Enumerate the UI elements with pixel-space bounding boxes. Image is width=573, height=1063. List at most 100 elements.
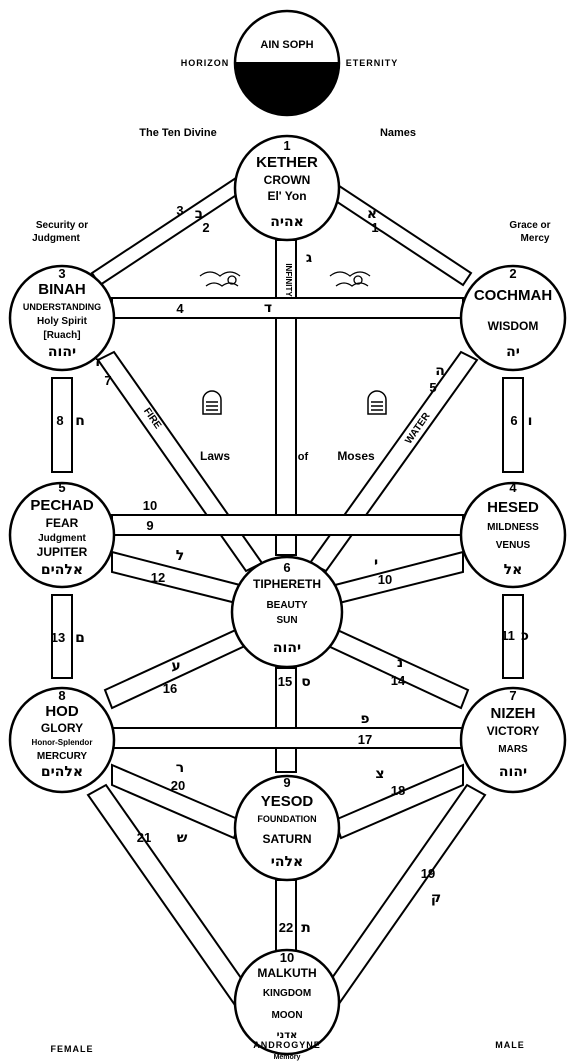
yesod-number: 9: [283, 775, 290, 790]
yesod-saturn: SATURN: [262, 832, 311, 846]
tiphereth-hebrew: יהוה: [273, 640, 301, 656]
path-12: 12: [151, 570, 165, 585]
tiphereth-number: 6: [283, 560, 290, 575]
path-8: 8: [56, 413, 63, 428]
path-hesed-tiphereth: [335, 552, 463, 603]
pechad-jupiter: JUPITER: [37, 545, 88, 559]
path-21: 21: [137, 830, 151, 845]
binah-name: BINAH: [38, 281, 86, 298]
path-9: 9: [146, 518, 153, 533]
path-binah-cochmah: [112, 298, 463, 318]
letter-hesed-tiph: י: [374, 555, 378, 571]
binah-ruach: [Ruach]: [43, 330, 80, 341]
path-20: 20: [171, 778, 185, 793]
security-label: Security or: [36, 220, 88, 231]
ain-soph-label: AIN SOPH: [260, 39, 313, 51]
ten-divine-label: The Ten Divine: [139, 127, 216, 139]
letter-hesed-nizeh: כ: [521, 628, 529, 644]
malkuth-name: MALKUTH: [257, 966, 316, 980]
letter-cochmah-hesed: ו: [528, 413, 533, 429]
path-yesod-malkuth: [276, 880, 296, 955]
letter-tiph-yesod: ס: [301, 674, 311, 690]
path-cochmah-tiphereth: [310, 352, 477, 571]
cochmah-name: COCHMAH: [474, 287, 552, 304]
path-17: 17: [358, 732, 372, 747]
memory-label: Memory: [274, 1054, 301, 1061]
letter-cochmah-tiphereth: ה: [435, 363, 445, 379]
binah-number: 3: [58, 266, 65, 281]
path-18: 18: [391, 783, 405, 798]
hod-glory: GLORY: [41, 721, 83, 735]
mercy-label: Mercy: [521, 233, 550, 244]
binah-holy-spirit: Holy Spirit: [37, 316, 88, 327]
path-kether-binah: [92, 170, 256, 285]
tiphereth-sun: SUN: [276, 615, 297, 626]
female-label: FEMALE: [51, 1044, 94, 1054]
hod-honor: Honor-Splendor: [32, 738, 93, 747]
path-binah-tiphereth: [98, 352, 262, 571]
malkuth-number: 10: [280, 950, 294, 965]
letter-nizeh-malkuth: ק: [431, 890, 441, 906]
kether-crown: CROWN: [264, 173, 311, 187]
letter-yesod-malkuth: ת: [301, 920, 311, 936]
hesed-venus: VENUS: [496, 540, 531, 551]
hod-name: HOD: [45, 703, 79, 720]
path-13: 13: [51, 630, 65, 645]
hod-number: 8: [58, 688, 65, 703]
letter-nizeh-tiph: נ: [397, 655, 403, 671]
nizeh-victory: VICTORY: [487, 724, 540, 738]
cochmah-hebrew: יה: [506, 344, 520, 360]
letter-nizeh-yesod: צ: [375, 766, 384, 782]
hesed-mildness: MILDNESS: [487, 522, 539, 533]
nizeh-mars: MARS: [498, 744, 528, 755]
hod-mercury: MERCURY: [37, 751, 88, 762]
letter-hod-nizeh: פ: [360, 711, 369, 727]
kether-number: 1: [283, 138, 290, 153]
binah-understanding: UNDERSTANDING: [23, 302, 101, 312]
judgment-label: Judgment: [32, 233, 80, 244]
pechad-number: 5: [58, 480, 65, 495]
yesod-name: YESOD: [261, 793, 314, 810]
letter-pechad-tiph: ל: [176, 548, 184, 564]
moses-label: Moses: [337, 449, 375, 463]
hesed-number: 4: [509, 480, 517, 495]
kether-elyon: El' Yon: [267, 189, 306, 203]
hesed-hebrew: אל: [504, 562, 523, 578]
nizeh-number: 7: [509, 688, 516, 703]
ain-soph: AIN SOPH HORIZON ETERNITY: [181, 11, 399, 115]
path-5: 5: [429, 380, 436, 395]
path-10: 10: [143, 498, 157, 513]
path-6: 6: [510, 413, 517, 428]
cochmah-number: 2: [509, 266, 516, 281]
tiphereth-beauty: BEAUTY: [266, 600, 307, 611]
path-16: 16: [163, 681, 177, 696]
pechad-judgment: Judgment: [38, 533, 86, 544]
letter-binah-tiphereth: ז: [95, 354, 101, 370]
malkuth-moon: MOON: [271, 1010, 302, 1021]
letter-hod-tiph: ע: [171, 658, 180, 674]
pechad-hebrew: אלהים: [41, 562, 83, 578]
kether-hebrew: אהיה: [270, 214, 304, 230]
letter-pechad-hod: ם: [75, 630, 85, 646]
letter-hod-yesod: ר: [176, 760, 184, 776]
hesed-name: HESED: [487, 499, 539, 516]
letter-binah-cochmah: ד: [264, 300, 272, 316]
infinity-label: INFINITY: [284, 263, 293, 297]
nizeh-hebrew: יהוה: [499, 764, 527, 780]
hod-hebrew: אלהים: [41, 764, 83, 780]
letter-infinity: ג: [306, 250, 312, 266]
androgyne-label: ANDROGYNE: [253, 1040, 321, 1050]
path-2: 2: [202, 220, 209, 235]
kether-name: KETHER: [256, 154, 318, 171]
path-7: 7: [104, 373, 111, 388]
path-15: 15: [278, 674, 292, 689]
grace-label: Grace or: [509, 220, 550, 231]
letter-hod-malkuth: ש: [177, 830, 188, 846]
pechad-name: PECHAD: [30, 497, 94, 514]
laws-label: Laws: [200, 449, 230, 463]
path-4: 4: [176, 301, 184, 316]
eternity-label: ETERNITY: [346, 58, 399, 68]
pechad-fear: FEAR: [46, 516, 79, 530]
letter-kether-binah: ב: [195, 206, 204, 222]
